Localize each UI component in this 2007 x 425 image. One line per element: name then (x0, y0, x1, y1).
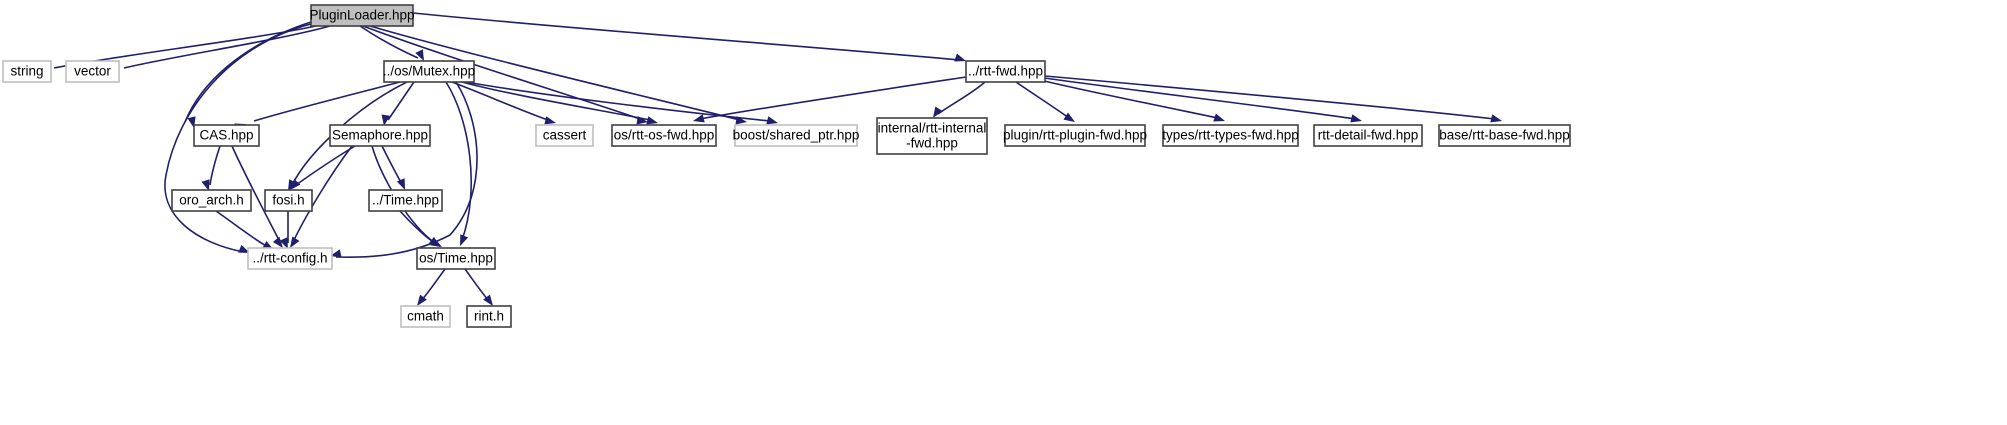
edge-semaphore-to-fosi (290, 145, 356, 190)
node-label: rtt-detail-fwd.hpp (1318, 128, 1419, 143)
node-label: ../Time.hpp (372, 193, 439, 208)
node-vector[interactable]: vector (65, 60, 120, 83)
edge-fosi-to-rttconfig (279, 211, 289, 249)
edge-mutex-to-cas (234, 81, 401, 132)
edge-rttfwd-to-detailfwd (1043, 77, 1362, 123)
edge-rttfwd-to-internalfwd (933, 81, 986, 118)
edge-mutex-to-sharedptr (465, 81, 778, 125)
node-label: internal/rtt-internal-fwd.hpp (878, 120, 987, 150)
edge-mutex-to-osfwd (461, 81, 658, 125)
node-pluginfwd[interactable]: plugin/rtt-plugin-fwd.hpp (1003, 124, 1147, 147)
node-label: base/rtt-base-fwd.hpp (1439, 128, 1570, 143)
node-typesfwd[interactable]: types/rtt-types-fwd.hpp (1162, 124, 1299, 147)
node-label: oro_arch.h (179, 193, 244, 208)
edge-ostime-to-cmath (417, 268, 446, 306)
edge-mutex-to-semaphore (381, 81, 415, 126)
node-label: cmath (407, 309, 444, 324)
edge-pluginloader-to-vector (103, 25, 331, 79)
node-label: os/rtt-os-fwd.hpp (614, 128, 715, 143)
edge-pluginloader-to-mutex (359, 25, 424, 61)
edge-rttfwd-to-typesfwd (1039, 79, 1225, 122)
edge-rttfwd-to-osfwd (693, 76, 967, 123)
node-label: CAS.hpp (199, 128, 253, 143)
node-layer: PluginLoader.hpp string vector ../os/Mutex.… (2, 4, 1571, 328)
edge-pluginloader-to-rttconfig (164, 23, 312, 253)
node-mutex[interactable]: ../os/Mutex.hpp (383, 60, 475, 83)
node-label: Semaphore.hpp (332, 128, 428, 143)
node-cmath[interactable]: cmath (400, 305, 451, 328)
node-string[interactable]: string (2, 60, 52, 83)
edge-cas-to-oroarch (201, 145, 221, 191)
node-label: types/rtt-types-fwd.hpp (1162, 128, 1299, 143)
node-sharedptr[interactable]: boost/shared_ptr.hpp (733, 124, 860, 147)
edge-semaphore-to-timehpp (381, 145, 405, 190)
edge-mutex-to-cassert (451, 81, 556, 125)
edge-rttfwd-to-basefwd (1044, 75, 1502, 123)
node-semaphore[interactable]: Semaphore.hpp (329, 124, 431, 147)
node-label: rint.h (474, 309, 504, 324)
edge-mutex-to-ostime (445, 81, 472, 246)
node-label: cassert (543, 128, 587, 143)
node-label: PluginLoader.hpp (309, 8, 414, 23)
edge-oroarch-to-rttconfig (215, 210, 274, 250)
edge-semaphore-to-rttconfig (290, 145, 353, 248)
node-pluginloader[interactable]: PluginLoader.hpp (309, 4, 415, 27)
node-label: boost/shared_ptr.hpp (733, 128, 860, 143)
node-cas[interactable]: CAS.hpp (193, 124, 260, 147)
node-ostime[interactable]: os/Time.hpp (416, 247, 496, 270)
node-rttconfig[interactable]: ../rtt-config.h (247, 247, 333, 270)
node-fosi[interactable]: fosi.h (264, 189, 313, 212)
node-internalfwd[interactable]: internal/rtt-internal-fwd.hpp (876, 117, 988, 155)
node-timehpp[interactable]: ../Time.hpp (368, 189, 443, 212)
node-label: ../os/Mutex.hpp (383, 64, 475, 79)
edge-layer (33, 12, 1502, 306)
node-label: fosi.h (272, 193, 304, 208)
edge-ostime-to-rinth (464, 268, 493, 306)
edge-rttfwd-to-pluginfwd (1015, 81, 1075, 122)
node-basefwd[interactable]: base/rtt-base-fwd.hpp (1438, 124, 1571, 147)
node-rttfwd[interactable]: ../rtt-fwd.hpp (965, 60, 1046, 83)
node-label: string (10, 64, 43, 79)
edge-cas-to-rttconfig (231, 145, 283, 248)
node-label: ../rtt-config.h (252, 251, 327, 266)
edge-timehpp-to-ostime (399, 210, 442, 247)
edge-mutex-to-rttconfig (330, 81, 478, 258)
node-cassert[interactable]: cassert (535, 124, 594, 147)
node-label: os/Time.hpp (419, 251, 493, 266)
node-label: ../rtt-fwd.hpp (968, 64, 1043, 79)
node-rinth[interactable]: rint.h (466, 305, 512, 328)
edge-pluginloader-to-rttfwd (412, 12, 966, 62)
node-osfwd[interactable]: os/rtt-os-fwd.hpp (611, 124, 717, 147)
node-label: vector (74, 64, 111, 79)
node-label: plugin/rtt-plugin-fwd.hpp (1003, 128, 1147, 143)
node-oroarch[interactable]: oro_arch.h (171, 189, 252, 212)
node-detailfwd[interactable]: rtt-detail-fwd.hpp (1313, 124, 1423, 147)
